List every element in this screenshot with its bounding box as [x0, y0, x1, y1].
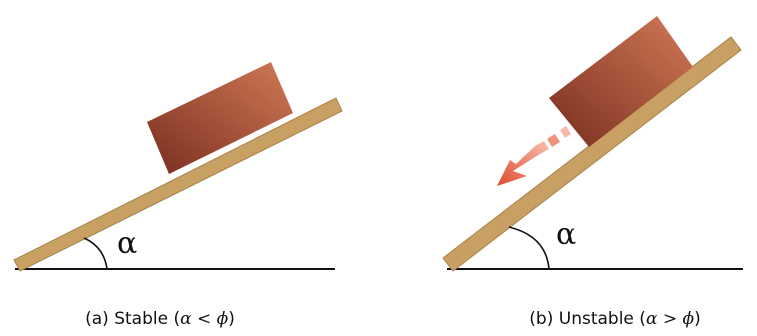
arrow-dash-1: [560, 126, 571, 138]
angle-label-a: α: [117, 226, 137, 261]
angle-label-b: α: [556, 217, 576, 252]
block-a: [147, 62, 293, 174]
panel-a: α: [13, 62, 343, 272]
caption-b-suffix: ): [694, 309, 701, 329]
angle-arc-b: [508, 226, 550, 270]
caption-a-suffix: ): [228, 309, 235, 329]
caption-b: (b) Unstable (α > ϕ): [470, 309, 757, 333]
arrow-dash-2: [547, 134, 560, 147]
inclined-plank-a: [13, 97, 343, 272]
slide-arrow: [497, 126, 571, 186]
panel-b: α: [442, 16, 743, 272]
caption-a: (a) Stable (α < ϕ): [40, 309, 280, 333]
caption-b-math: α > ϕ: [645, 309, 695, 329]
block-b: [549, 16, 693, 147]
caption-b-prefix: (b) Unstable (: [529, 309, 646, 329]
caption-a-math: α < ϕ: [180, 309, 229, 329]
angle-arc-a: [83, 237, 108, 270]
arrow-body: [497, 141, 549, 186]
caption-a-prefix: (a) Stable (: [85, 309, 181, 329]
